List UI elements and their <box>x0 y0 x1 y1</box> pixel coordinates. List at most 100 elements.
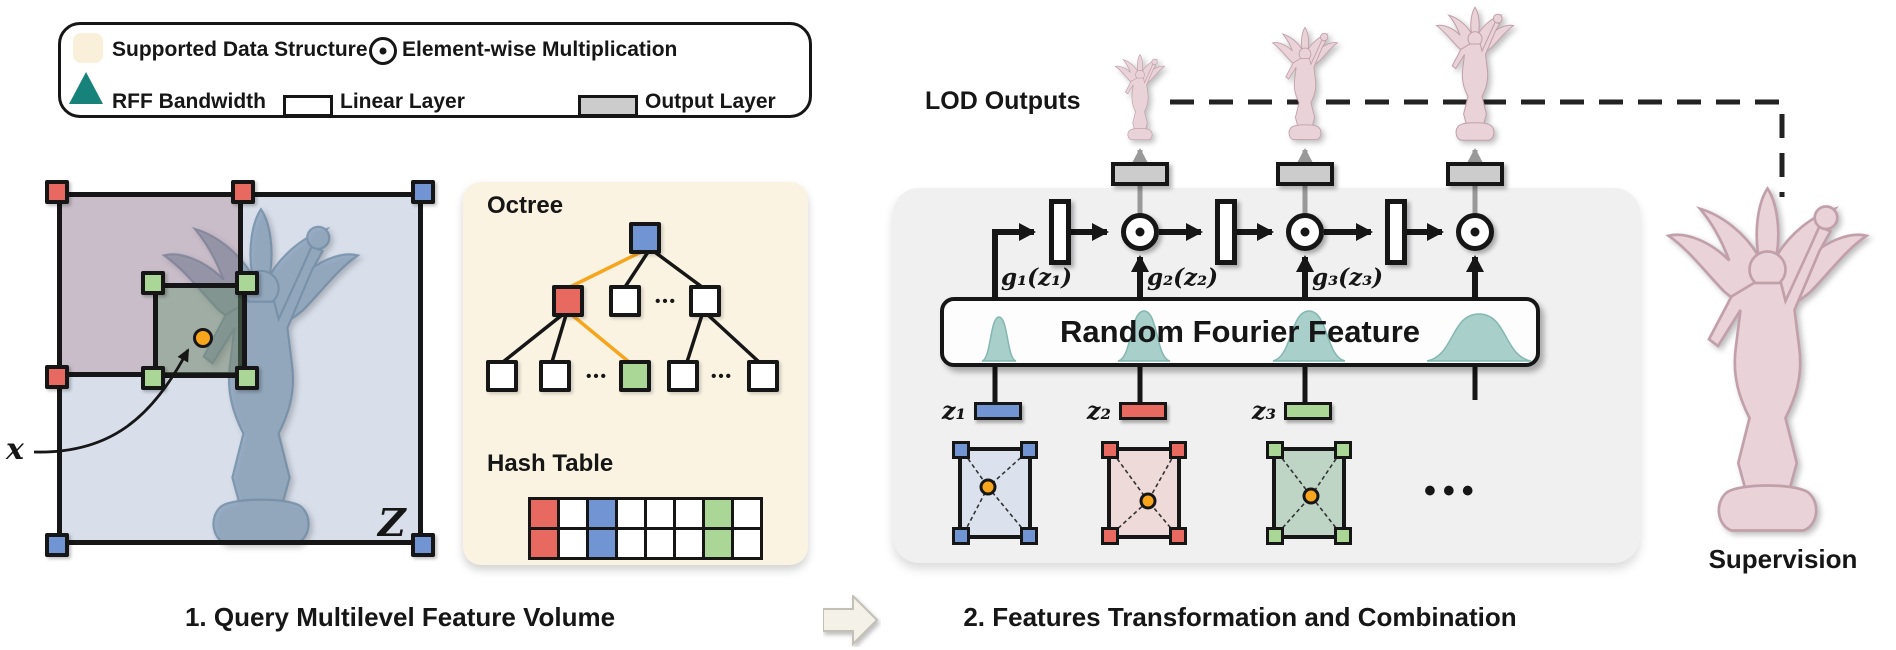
bandwidth-bell-3 <box>1272 310 1346 362</box>
legend-supported-label: Supported Data Structure <box>112 38 368 61</box>
query-point <box>1139 492 1157 510</box>
interpolation-cell-3 <box>1266 441 1352 545</box>
interpolation-cell-1 <box>952 441 1038 545</box>
cell-corner <box>1020 441 1038 459</box>
cell-corner <box>1169 527 1187 545</box>
g3-label: g₃(z₃) <box>1312 264 1384 291</box>
query-point <box>979 478 997 496</box>
query-point <box>1302 487 1320 505</box>
corner-node <box>45 180 69 204</box>
corner-node <box>411 533 435 557</box>
octree-node <box>619 360 651 392</box>
cell-corner <box>952 527 970 545</box>
rff-bandwidth-curves <box>981 310 1532 362</box>
supervision-statue <box>1667 187 1868 532</box>
rff-title: Random Fourier Feature <box>1060 314 1420 349</box>
corner-node <box>411 180 435 204</box>
octree-node <box>609 285 641 317</box>
hash-cell <box>586 527 618 560</box>
linear-layer-swatch <box>283 95 333 117</box>
output-layer-box <box>1111 162 1169 186</box>
linear-layer-block <box>1385 199 1407 265</box>
x-coordinate-label: x <box>6 432 24 467</box>
corner-node <box>45 365 69 389</box>
step-transition-arrow <box>823 595 879 647</box>
octree-title: Octree <box>487 192 564 219</box>
output-layer-box <box>1276 162 1334 186</box>
corner-node <box>235 366 259 390</box>
hash-cell <box>644 527 676 560</box>
legend-linear-label: Linear Layer <box>340 90 465 113</box>
element-wise-multiplication-icon <box>369 37 397 65</box>
cell-corner <box>1334 527 1352 545</box>
z2-feature-bar <box>1119 402 1167 420</box>
hash-cell <box>731 497 763 530</box>
linear-layer-block <box>1049 199 1071 265</box>
octree-ellipsis: ••• <box>586 368 608 385</box>
hash-cell <box>586 497 618 530</box>
hash-table-title: Hash Table <box>487 450 614 477</box>
hash-cell <box>644 497 676 530</box>
cell-corner <box>1101 527 1119 545</box>
hash-cell <box>615 497 647 530</box>
corner-node <box>231 180 255 204</box>
linear-layer-block <box>1215 199 1237 265</box>
bandwidth-bell-4 <box>1426 313 1532 362</box>
z1-feature-bar <box>974 402 1022 420</box>
interpolation-diagonals <box>1277 452 1341 534</box>
octree-node <box>486 360 518 392</box>
legend-box <box>58 22 812 118</box>
hash-cell <box>528 497 560 530</box>
cell-corner <box>952 441 970 459</box>
bandwidth-bell-1 <box>981 316 1017 362</box>
hash-cell <box>673 497 705 530</box>
legend-elementwise-label: Element-wise Multiplication <box>402 38 678 61</box>
cell-corner <box>1169 441 1187 459</box>
random-fourier-feature-box: Random Fourier Feature <box>940 297 1540 367</box>
corner-node <box>235 271 259 295</box>
element-wise-multiply-node <box>1121 213 1159 251</box>
output-layer-box <box>1446 162 1504 186</box>
rff-bandwidth-icon <box>69 72 103 104</box>
octree-node <box>689 285 721 317</box>
lod-statue-1 <box>1115 54 1165 141</box>
octree-node <box>539 360 571 392</box>
hash-cell <box>702 527 734 560</box>
query-point-dot <box>193 328 213 348</box>
element-wise-multiply-node <box>1456 213 1494 251</box>
caption-step2: 2. Features Transformation and Combinati… <box>963 602 1517 632</box>
supported-data-structure-swatch <box>73 33 103 63</box>
supervision-label: Supervision <box>1708 544 1858 574</box>
cell-corner <box>1101 441 1119 459</box>
hash-cell <box>731 527 763 560</box>
hash-table-row <box>528 527 763 560</box>
hash-table-row <box>528 497 763 530</box>
octree-ellipsis: ••• <box>655 293 677 310</box>
cell-corner <box>1334 441 1352 459</box>
latent-space-label: Z <box>378 500 406 545</box>
caption-step1: 1. Query Multilevel Feature Volume <box>184 602 616 632</box>
hash-cell <box>673 527 705 560</box>
octree-root-node <box>629 222 661 254</box>
output-layer-swatch <box>578 95 638 117</box>
cell-corner <box>1020 527 1038 545</box>
octree-ellipsis: ••• <box>711 368 733 385</box>
z1-label: z₁ <box>941 396 966 425</box>
hash-cell <box>557 527 589 560</box>
legend-rff-label: RFF Bandwidth <box>112 90 266 113</box>
g2-label: g₂(z₂) <box>1147 264 1219 291</box>
cell-corner <box>1266 527 1284 545</box>
element-wise-multiply-node <box>1286 213 1324 251</box>
hash-cell <box>615 527 647 560</box>
lod-outputs-label: LOD Outputs <box>925 87 1081 115</box>
corner-node <box>45 533 69 557</box>
g1-label: g₁(z₁) <box>1001 264 1073 291</box>
interpolation-cell-2 <box>1101 441 1187 545</box>
z3-feature-bar <box>1284 402 1332 420</box>
more-levels-ellipsis: ••• <box>1424 472 1481 510</box>
corner-node <box>141 271 165 295</box>
bandwidth-bell-2 <box>1117 310 1171 362</box>
octree-node <box>747 360 779 392</box>
hash-cell <box>557 497 589 530</box>
